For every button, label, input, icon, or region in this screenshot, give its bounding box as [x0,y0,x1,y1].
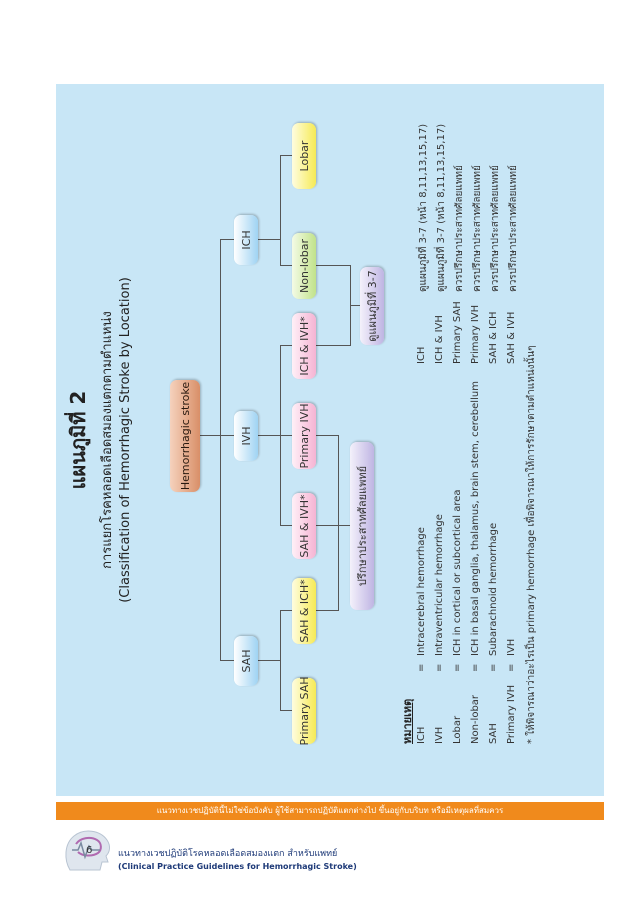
legend-equals: = [506,663,517,672]
legend-definition: Intracerebral hemorrhage [416,527,427,656]
node-hemorrhagic-stroke: Hemorrhagic stroke [170,380,200,492]
footer-title-english: (Clinical Practice Guidelines for Hemorr… [118,862,357,871]
brain-head-logo-icon [65,830,110,871]
legend-definition: Subarachnoid hemorrhage [488,522,499,656]
node-ivh: IVH [234,411,258,461]
node-ich-ivh: ICH & IVH* [292,313,316,379]
legend-category: ICH & IVH [434,315,445,364]
connector-line [220,660,234,661]
node-lobar: Lobar [292,123,316,189]
legend-note: * ให้พิจารณาว่าอะไรเป็น primary hemorrha… [526,345,537,744]
legend-abbr: SAH [488,723,499,744]
connector-line [316,525,338,526]
connector-line [280,610,292,611]
legend-category: SAH & IVH [506,311,517,364]
connector-line [338,435,339,611]
legend-equals: = [488,663,499,672]
connector-line [280,345,292,346]
rotated-content: แผนภูมิที่ 2 การแยกโรคหลอดเลือดสมองแตกตา… [56,84,604,796]
connector-line [350,305,360,306]
connector-line [280,610,281,711]
connector-line [316,265,350,266]
disclaimer-banner: แนวทางเวชปฏิบัตินี้ไม่ใช่ข้อบังคับ ผู้ใช… [56,802,604,820]
legend-abbr: Lobar [452,715,463,744]
node-sah-ich: SAH & ICH* [292,578,316,644]
legend-equals: = [434,663,445,672]
connector-line [258,239,280,240]
legend-action: ควรปรึกษาประสาทศัลยแพทย์ [508,165,519,292]
node-primary-ivh: Primary IVH [292,403,316,469]
disclaimer-text: แนวทางเวชปฏิบัตินี้ไม่ใช่ข้อบังคับ ผู้ใช… [156,806,504,815]
connector-line [280,435,292,436]
legend-definition: ICH in cortical or subcortical area [452,489,463,656]
legend-abbr: Primary IVH [506,684,517,744]
connector-line [200,435,220,436]
legend-action: ดูแผนภูมิที่ 3-7 (หน้า 8,11,13,15,17) [436,123,447,292]
legend-category: ICH [416,346,427,364]
chart-subtitle-english: (Classification of Hemorrhagic Stroke by… [118,277,133,603]
connector-line [280,155,281,266]
node-consult-neurosurgeon: ปรึกษาประสาทศัลยแพทย์ [350,442,374,610]
connector-line [220,240,221,661]
node-non-lobar: Non-lobar [292,233,316,299]
legend-definition: ICH in basal ganglia, thalamus, brain st… [470,381,481,656]
node-primary-sah: Primary SAH [292,677,316,746]
diagram-panel [56,84,604,796]
legend-category: SAH & ICH [488,311,499,365]
legend-definition: Intraventricular hemorrhage [434,514,445,656]
legend-action: ควรปรึกษาประสาทศัลยแพทย์ [490,165,501,292]
node-sah: SAH [234,636,258,686]
legend-definition: IVH [506,638,517,656]
node-see-chart: ดูแผนภูมิที่ 3-7 [360,267,384,345]
legend-equals: = [416,663,427,672]
legend-category: Primary SAH [452,301,463,364]
connector-line [338,525,350,526]
connector-line [316,345,350,346]
footer-title-thai: แนวทางเวชปฏิบัติโรคหลอดเลือดสมองแตก สำหร… [118,849,338,859]
legend-abbr: IVH [434,726,445,744]
legend-abbr: ICH [416,726,427,744]
connector-line [220,435,234,436]
connector-line [220,239,234,240]
chart-title: แผนภูมิที่ 2 [66,390,90,490]
node-sah-ivh: SAH & IVH* [292,493,316,559]
connector-line [258,660,280,661]
connector-line [280,525,292,526]
legend-action: ดูแผนภูมิที่ 3-7 (หน้า 8,11,13,15,17) [418,123,429,292]
connector-line [316,610,338,611]
page-number: 6 [86,845,93,856]
legend-abbr: Non-lobar [470,694,481,744]
legend-equals: = [452,663,463,672]
connector-line [280,155,292,156]
connector-line [258,435,280,436]
node-ich: ICH [234,215,258,265]
legend-heading: หมายเหตุ [401,698,414,744]
legend-action: ควรปรึกษาประสาทศัลยแพทย์ [454,165,465,292]
connector-line [280,265,292,266]
connector-line [316,435,338,436]
legend-equals: = [470,663,481,672]
legend-category: Primary IVH [470,304,481,364]
connector-line [280,710,292,711]
chart-subtitle-thai: การแยกโรคหลอดเลือดสมองแตกตามตำแหน่ง [100,311,115,569]
legend-action: ควรปรึกษาประสาทศัลยแพทย์ [472,165,483,292]
